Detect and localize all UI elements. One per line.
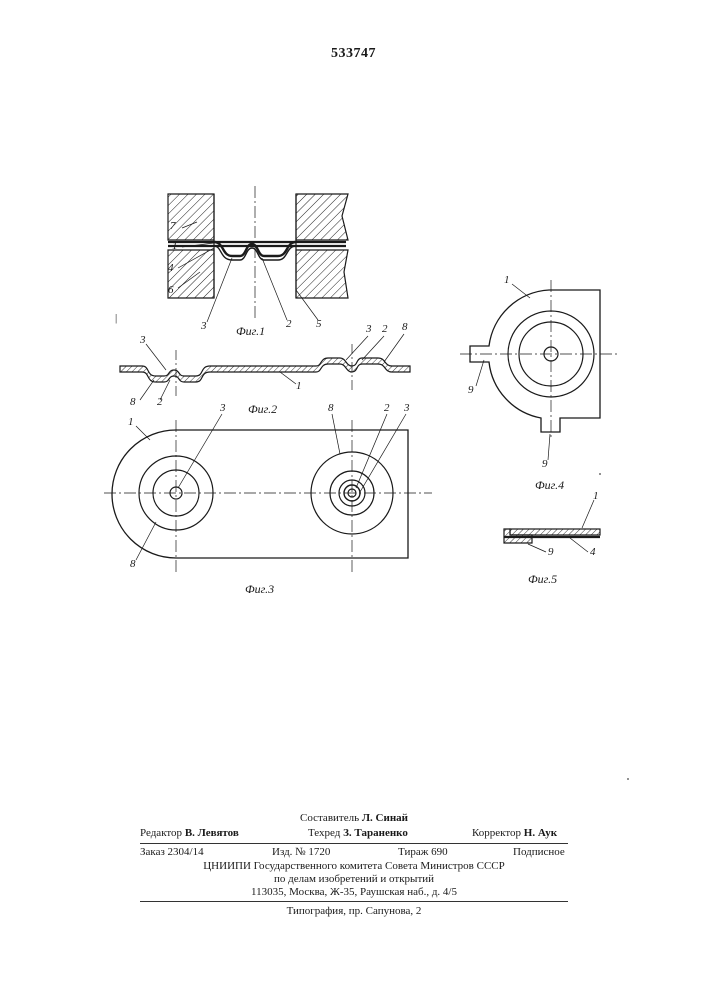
fig1-callout-6: 6 (168, 284, 174, 296)
fig4-caption: Фиг.4 (535, 478, 564, 493)
edition-number: Изд. № 1720 (272, 846, 330, 858)
fig3-callout-3-left: 3 (220, 402, 226, 414)
editor-name: В. Левятов (185, 827, 239, 839)
corrector-label: Корректор (472, 827, 521, 839)
fig5-drawing (504, 500, 600, 552)
org-line-1: ЦНИИПИ Государственного комитета Совета … (140, 860, 568, 872)
colophon-rule-bottom (140, 901, 568, 902)
fig2-drawing (120, 334, 410, 400)
fig2-callout-3-right: 3 (366, 323, 372, 335)
fig1-drawing (168, 186, 348, 322)
fig3-caption: Фиг.3 (245, 582, 274, 597)
fig4-callout-9-bottom: 9 (542, 458, 548, 470)
fig4-callout-9-left: 9 (468, 384, 474, 396)
editor-line: Редактор В. Левятов (140, 827, 239, 839)
compiler-name: Л. Синай (362, 812, 408, 824)
fig1-callout-7: 7 (170, 220, 176, 232)
fig3-callout-2: 2 (384, 402, 390, 414)
fig1-callout-1: 1 (172, 240, 178, 252)
org-line-2: по делам изобретений и открытий (140, 873, 568, 885)
compiler-label: Составитель (300, 812, 359, 824)
techred-line: Техред З. Тараненко (308, 827, 408, 839)
fig1-callout-5: 5 (316, 318, 322, 330)
fig3-callout-3-right: 3 (404, 402, 410, 414)
fig2-callout-2-left: 2 (157, 396, 163, 408)
org-line-3: 113035, Москва, Ж-35, Раушская наб., д. … (140, 886, 568, 898)
order-number: Заказ 2304/14 (140, 846, 204, 858)
fig5-callout-1: 1 (593, 490, 599, 502)
circulation: Тираж 690 (398, 846, 448, 858)
fig2-callout-3-left: 3 (140, 334, 146, 346)
fig5-callout-9: 9 (548, 546, 554, 558)
fig2-callout-8-left: 8 (130, 396, 136, 408)
corrector-name: Н. Аук (524, 827, 557, 839)
margin-mark: | (115, 312, 117, 324)
speck (599, 473, 601, 475)
fig4-callout-1: 1 (504, 274, 510, 286)
printer-line: Типография, пр. Сапунова, 2 (140, 905, 568, 917)
fig1-caption: Фиг.1 (236, 324, 265, 339)
fig2-callout-8-right: 8 (402, 321, 408, 333)
fig5-caption: Фиг.5 (528, 572, 557, 587)
fig3-callout-8-right: 8 (328, 402, 334, 414)
fig5-callout-4: 4 (590, 546, 596, 558)
editor-label: Редактор (140, 827, 182, 839)
fig1-callout-2: 2 (286, 318, 292, 330)
fig3-callout-1: 1 (128, 416, 134, 428)
fig3-drawing (104, 414, 432, 572)
fig2-caption: Фиг.2 (248, 402, 277, 417)
corrector-line: Корректор Н. Аук (472, 827, 557, 839)
fig2-callout-2-right: 2 (382, 323, 388, 335)
fig1-callout-4: 4 (168, 262, 174, 274)
techred-name: З. Тараненко (343, 827, 408, 839)
fig4-drawing (460, 280, 620, 460)
fig2-callout-1: 1 (296, 380, 302, 392)
speck (627, 778, 629, 780)
fig1-callout-3: 3 (201, 320, 207, 332)
techred-label: Техред (308, 827, 340, 839)
fig3-callout-8-left: 8 (130, 558, 136, 570)
subscription: Подписное (513, 846, 565, 858)
compiler-line: Составитель Л. Синай (300, 812, 408, 824)
colophon-rule-top (140, 843, 568, 844)
